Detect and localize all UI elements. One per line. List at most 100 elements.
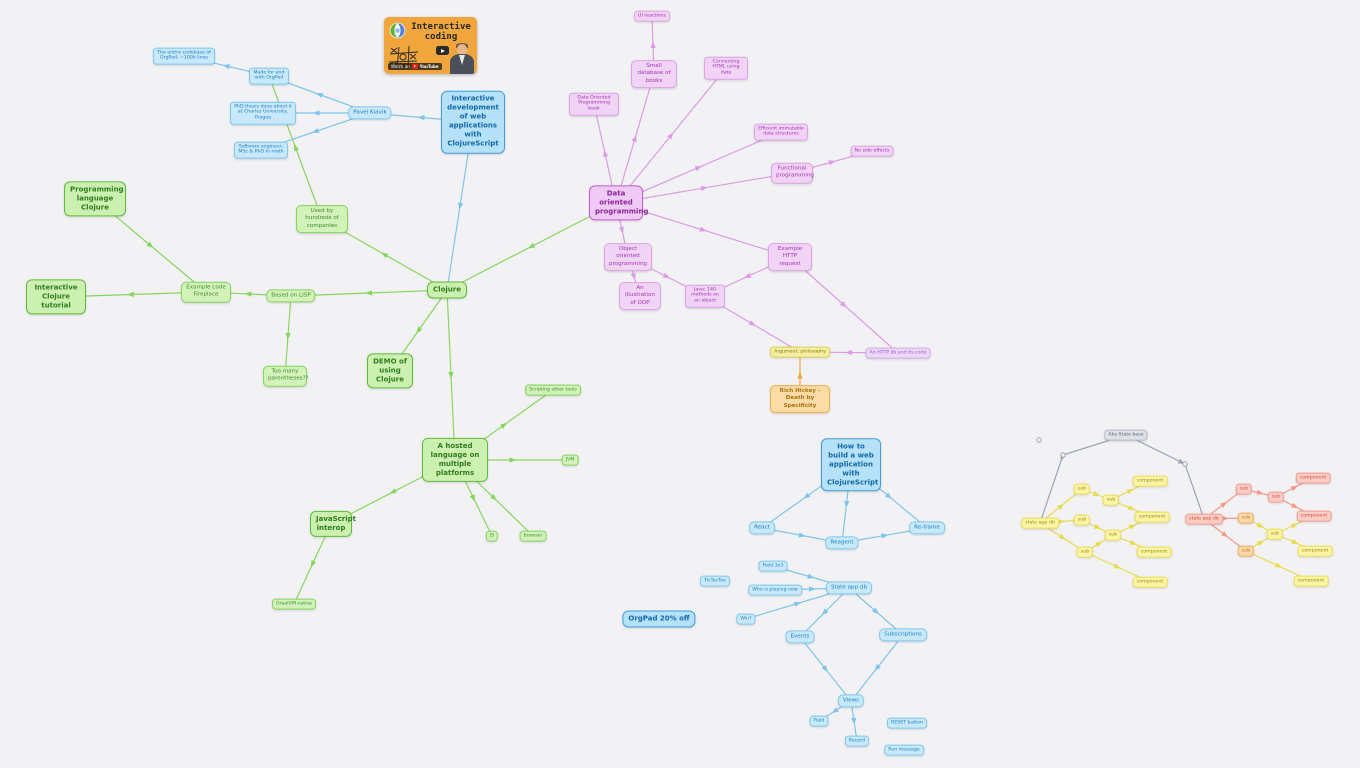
- node-l-comp2[interactable]: component: [1134, 511, 1170, 523]
- edge-arrow-icon: [885, 492, 893, 500]
- node-dop[interactable]: Data oriented programming: [589, 185, 648, 221]
- node-how-to-build[interactable]: How to build a web application with Cloj…: [821, 438, 881, 492]
- node-win[interactable]: Win?: [736, 613, 756, 625]
- edge-arrow-icon: [828, 160, 836, 166]
- node-example-http[interactable]: Example HTTP request: [768, 243, 812, 271]
- connector-dot[interactable]: [1182, 461, 1188, 467]
- node-demo[interactable]: DEMO of using Clojure: [367, 353, 413, 389]
- node-used-by-hundreds[interactable]: Used by hundreds of companies: [296, 205, 348, 233]
- edge-arrow-icon: [840, 301, 847, 308]
- node-ui-reactions[interactable]: UI reactions: [634, 10, 670, 22]
- node-events[interactable]: Events: [785, 630, 815, 644]
- node-oop[interactable]: Object oriented programming: [604, 243, 652, 271]
- node-reset-button[interactable]: RESET button: [887, 717, 927, 729]
- edge-arrow-icon: [1092, 491, 1101, 496]
- node-aka-state[interactable]: Aka State base: [1104, 429, 1148, 441]
- edge-arrow-icon: [1127, 504, 1136, 511]
- node-l-comp4[interactable]: component: [1132, 576, 1168, 588]
- node-illustration-oop[interactable]: An illustration of OOP: [619, 282, 661, 310]
- node-l-sub3[interactable]: sub: [1076, 546, 1094, 558]
- node-l-subc[interactable]: sub: [1104, 529, 1122, 541]
- node-jvm[interactable]: JVM: [561, 454, 579, 466]
- node-connecting-html[interactable]: Connecting HTML using data: [704, 56, 748, 80]
- node-java-object[interactable]: Java: 140 methods on an object: [685, 284, 725, 308]
- node-tictactoe[interactable]: TicTacToe: [700, 575, 730, 587]
- node-reagent[interactable]: Reagent: [825, 536, 859, 550]
- node-example-code[interactable]: Example code Fireplace: [181, 281, 231, 303]
- node-subscriptions[interactable]: Subscriptions: [879, 628, 927, 642]
- node-graalvm[interactable]: GraalVM native: [272, 598, 316, 610]
- node-interactive-dev[interactable]: Interactive development of web applicati…: [441, 90, 505, 154]
- node-field[interactable]: Field: [809, 715, 829, 727]
- node-l-root[interactable]: state app db: [1021, 517, 1059, 529]
- node-r-subc[interactable]: sub: [1266, 528, 1284, 540]
- node-dop-book[interactable]: Data Oriented Programming book: [569, 92, 619, 116]
- connector-dot[interactable]: [1060, 452, 1066, 458]
- node-r-comp3[interactable]: component: [1297, 545, 1333, 557]
- edge-arrow-icon: [389, 488, 397, 494]
- node-re-frame[interactable]: Re-frame: [909, 521, 945, 535]
- node-hosted-language[interactable]: A hosted language on multiple platforms: [422, 437, 488, 483]
- node-record[interactable]: Record: [844, 735, 870, 747]
- node-clojure[interactable]: Clojure: [427, 281, 467, 299]
- node-who-playing[interactable]: Who is playing now: [748, 584, 802, 596]
- node-react[interactable]: React: [749, 521, 775, 535]
- node-r-sub3[interactable]: sub: [1237, 545, 1255, 557]
- node-js[interactable]: JS: [485, 530, 499, 542]
- edge-arrow-icon: [748, 320, 756, 327]
- connector-dot[interactable]: [1036, 437, 1042, 443]
- node-functional-prog[interactable]: Functional programming: [771, 162, 814, 184]
- node-made-for-orgpad[interactable]: Made for and with OrgPad: [249, 67, 289, 85]
- node-software-engineer[interactable]: Software engineer, MSc & PhD in math: [234, 141, 288, 159]
- edge-arrow-icon: [1057, 519, 1065, 525]
- node-run-message[interactable]: Run message: [884, 744, 924, 756]
- node-l-comp3[interactable]: component: [1136, 546, 1172, 558]
- edge-arrow-icon: [662, 272, 671, 279]
- node-r-sub1[interactable]: sub: [1235, 483, 1253, 495]
- edge-arrow-icon: [618, 226, 624, 234]
- node-rich-hickey[interactable]: Rich Hickey - Death by Specificity: [770, 385, 830, 413]
- node-browser[interactable]: browser: [519, 530, 547, 542]
- node-r-root[interactable]: state app db: [1185, 513, 1223, 525]
- node-prog-lang-clojure[interactable]: Programming language Clojure: [64, 181, 126, 217]
- node-l-sub1b[interactable]: sub: [1102, 494, 1120, 506]
- node-efficient-immutable[interactable]: Efficient immutable data structures: [754, 123, 808, 141]
- video-thumbnail[interactable]: Interactive coding Watch on YouTube: [384, 17, 477, 74]
- edge-arrow-icon: [509, 457, 517, 463]
- node-http-lib[interactable]: An HTTP lib and its code: [865, 347, 931, 359]
- node-r-comp2[interactable]: component: [1296, 510, 1332, 522]
- node-js-interop[interactable]: JavaScript interop: [310, 510, 356, 538]
- node-l-comp1[interactable]: component: [1132, 475, 1168, 487]
- edge-arrow-icon: [310, 560, 317, 568]
- node-r-comp4[interactable]: component: [1293, 575, 1329, 587]
- node-small-db-books[interactable]: Small database of books: [631, 60, 677, 88]
- node-pavel-klavik[interactable]: Pavel Klavík: [348, 106, 392, 120]
- youtube-play-icon[interactable]: [436, 46, 449, 55]
- node-phd-thesis[interactable]: PhD thesis done about it at Charles Univ…: [230, 101, 296, 125]
- node-entire-codebase[interactable]: The entire codebase of OrgPad, ~100k lin…: [153, 47, 215, 65]
- node-r-comp1[interactable]: component: [1295, 472, 1331, 484]
- edge-arrow-icon: [1274, 562, 1283, 568]
- node-based-on-lisp[interactable]: Based on LISP: [266, 289, 316, 303]
- edge-arrow-icon: [1128, 524, 1137, 530]
- node-too-many-parens[interactable]: Too many parentheses??: [263, 365, 309, 387]
- node-r-sub1b[interactable]: sub: [1267, 491, 1285, 503]
- node-l-sub2[interactable]: sub: [1073, 514, 1091, 526]
- node-state-app-db[interactable]: State app db: [826, 581, 872, 595]
- edge-arrow-icon: [285, 332, 291, 340]
- node-l-sub1[interactable]: sub: [1073, 483, 1091, 495]
- node-views[interactable]: Views: [837, 694, 865, 708]
- node-no-side-effects[interactable]: No side effects: [850, 145, 894, 157]
- node-interactive-tutorial[interactable]: Interactive Clojure tutorial: [26, 279, 86, 315]
- node-field-3x3[interactable]: Field 3x3: [758, 560, 788, 572]
- node-argument-philosophy[interactable]: Argument: philosophy: [770, 346, 830, 358]
- watch-on-youtube-badge[interactable]: Watch on YouTube: [388, 63, 442, 70]
- node-orgpad-off[interactable]: OrgPad 20% off: [622, 610, 696, 628]
- edge-arrow-icon: [527, 242, 536, 249]
- node-scripting-tools[interactable]: Scripting other tools: [525, 384, 581, 396]
- edge-arrow-icon: [803, 492, 811, 499]
- node-r-sub2[interactable]: sub: [1237, 512, 1255, 524]
- youtube-brand-label: YouTube: [419, 64, 439, 69]
